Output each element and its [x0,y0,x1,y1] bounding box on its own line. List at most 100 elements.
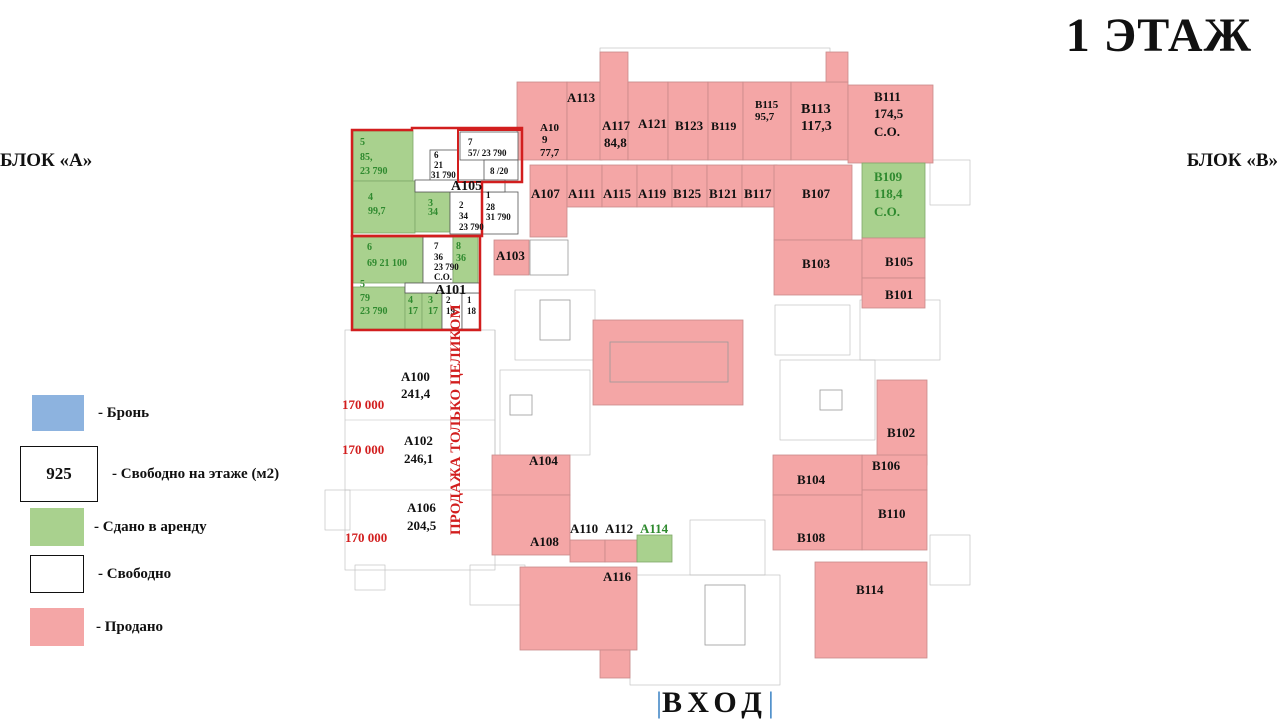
label-a103: А103 [496,248,525,263]
room-b109[interactable] [861,162,926,239]
room-b107[interactable] [773,164,853,241]
room-a121[interactable] [627,81,669,161]
label-a10x-area: 77,7 [540,147,560,159]
c2-area: 21 [434,160,444,170]
cell-c6[interactable] [414,191,451,233]
legend-sold: - Продано [20,608,163,646]
room-a111[interactable] [566,164,603,208]
c16-area: 18 [467,306,477,316]
c9-area: 69 21 100 [367,258,407,269]
east-wing [772,162,928,659]
cell-c10[interactable] [422,236,454,284]
block-a-free-labels: 6 21 31 790 7 57/ 23 790 8 /20 2 34 23 7… [431,137,511,316]
c10-note: С.О. [434,272,452,282]
legend-free-label: - Свободно [98,565,172,582]
c11-n: 8 [456,241,461,252]
label-a102-area: 246,1 [404,451,433,466]
room-b111[interactable] [847,84,934,164]
c16-n: 1 [467,295,472,305]
room-b123[interactable] [667,81,709,161]
room-a117[interactable] [599,51,629,161]
c1-area: 85, [360,152,373,163]
c4-area: 8 /20 [490,166,509,176]
room-b119[interactable] [707,81,744,161]
room-a112[interactable] [604,539,638,563]
room-b110[interactable] [861,489,928,551]
room-b105[interactable] [861,237,926,279]
label-a121: А121 [638,116,667,131]
c15-n: 2 [446,295,451,305]
label-b101: В101 [885,287,913,302]
inner-north-row [529,164,853,241]
entrance-label: | ВХОД | [656,686,774,720]
label-a106-area: 204,5 [407,518,437,533]
cell-c12[interactable] [352,286,406,330]
room-a108[interactable] [491,494,571,556]
label-b113: В113 [801,102,831,117]
c5-area: 99,7 [368,206,386,217]
room-a116[interactable] [519,566,638,651]
south-west-wing [491,239,673,679]
block-b-label: БЛОК «В» [1186,150,1278,171]
room-b114[interactable] [814,561,928,659]
c10-area: 36 [434,252,444,262]
block-a-cell-labels: 5 85, 23 790 4 99,7 3 34 6 69 21 100 8 3… [360,137,466,317]
prices: 170 000 170 000 170 000 [342,397,387,545]
legend-free-total: 925 - Свободно на этаже (м2) [20,446,279,502]
room-b104[interactable] [772,454,863,496]
cell-c8[interactable] [481,191,519,235]
room-a103[interactable] [493,239,530,276]
c3-n: 7 [468,137,473,147]
label-a113: А113 [567,90,596,105]
label-b110: В110 [878,506,905,521]
entrance-bar-left: | [656,686,663,719]
label-a100-area: 241,4 [401,386,431,401]
c5-n: 4 [368,192,373,203]
c13-area: 17 [408,306,418,317]
c14-n: 3 [428,295,433,306]
room-b101[interactable] [861,277,926,309]
price-a106: 170 000 [345,530,387,545]
c8-price: 31 790 [486,212,511,222]
label-a10x-n: 9 [542,134,548,146]
north-wing [516,51,934,164]
room-a115[interactable] [601,164,638,208]
label-b113-area: 117,3 [801,119,832,134]
c10-price: 23 790 [434,262,459,272]
room-labels: А113 А10 9 77,7 А117 84,8 А121 В123 В119… [401,89,915,597]
room-b117[interactable] [741,164,778,208]
room-b125[interactable] [671,164,708,208]
room-a107[interactable] [529,164,568,238]
price-a102: 170 000 [342,442,384,457]
label-a112: А112 [605,521,633,536]
room-a114[interactable] [636,534,673,563]
label-b111-note: С.О. [874,124,900,139]
label-a101: А101 [435,283,466,298]
room-b102[interactable] [876,379,928,466]
room-a113[interactable] [566,81,603,161]
label-b111: В111 [874,89,901,104]
c1-price: 23 790 [360,166,388,177]
label-b115-area: 95,7 [755,111,775,123]
label-a111: А111 [568,186,595,201]
legend-bron-label: - Бронь [98,404,150,421]
label-a104: А104 [529,453,558,468]
cell-c11[interactable] [452,236,479,284]
label-a116: А116 [603,569,632,584]
atrium [592,319,744,406]
label-b115: В115 [755,99,779,111]
label-b121: В121 [709,186,737,201]
c8-area: 28 [486,202,496,212]
label-a117-area: 84,8 [604,135,627,150]
label-b103: В103 [802,256,831,271]
room-b115[interactable] [742,81,792,161]
label-b109-note: С.О. [874,204,900,219]
label-a114: А114 [640,521,669,536]
room-b108[interactable] [772,494,863,551]
c2-price: 31 790 [431,170,456,180]
room-a10x[interactable] [516,81,568,161]
cell-c9[interactable] [352,236,424,284]
label-b111-area: 174,5 [874,106,904,121]
legend-free: - Свободно [20,555,171,593]
room-a110[interactable] [569,539,606,563]
